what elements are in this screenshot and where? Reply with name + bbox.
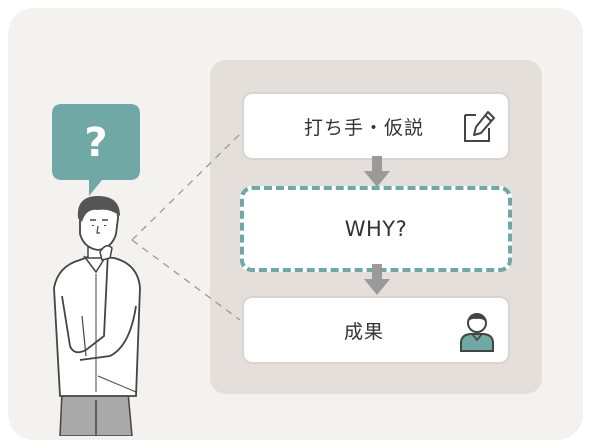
result-label: 成果: [343, 320, 384, 343]
connector-line-bottom: [131, 239, 241, 321]
down-arrow-icon: [364, 156, 390, 187]
question-mark: ?: [84, 120, 107, 166]
action-hypothesis-label: 打ち手・仮説: [303, 116, 424, 139]
why-box: WHY?: [240, 186, 512, 272]
question-bubble-icon: ?: [52, 104, 140, 196]
why-label: WHY?: [344, 217, 408, 241]
thinking-person-icon: [53, 196, 141, 436]
down-arrow-icon: [364, 264, 390, 295]
edit-icon: [464, 111, 495, 142]
result-box: 成果: [242, 296, 510, 364]
action-hypothesis-box: 打ち手・仮説: [242, 92, 510, 160]
user-icon: [460, 313, 494, 352]
